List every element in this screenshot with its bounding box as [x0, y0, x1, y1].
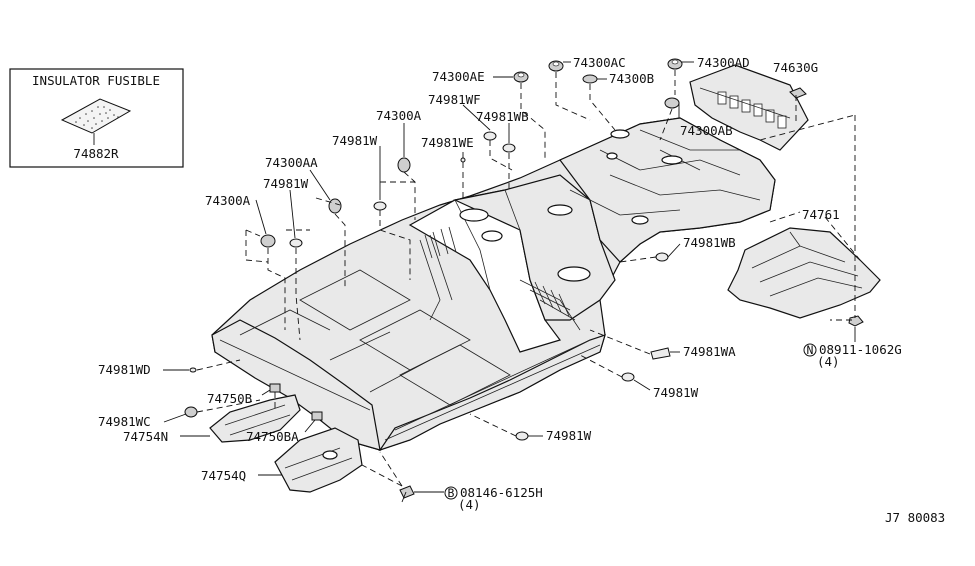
inset-part-number: 74882R	[73, 146, 119, 161]
seal-74981WD	[189, 367, 197, 373]
label-74630G: 74630G	[773, 60, 818, 75]
bolt-n-code: 08911-1062G	[819, 342, 902, 357]
label-74750BA: 74750BA	[246, 429, 299, 444]
label-74754N: 74754N	[123, 429, 168, 444]
insulator-fusible-inset: INSULATOR FUSIBLE 74882R	[9, 68, 184, 168]
nut-74750B	[269, 383, 281, 393]
label-74981W-mid: 74981W	[263, 176, 309, 191]
part-labels: 74300AE 74300AC 74300AD 74630G 74300B 74…	[98, 55, 840, 483]
bolt-b-qty: (4)	[458, 497, 481, 512]
plug-74300A-left	[260, 234, 276, 248]
bolt-n-callout: N 08911-1062G (4)	[803, 327, 902, 369]
label-74761: 74761	[802, 207, 840, 222]
bolt-b-code: 08146-6125H	[460, 485, 543, 500]
label-74981W-top: 74981W	[332, 133, 378, 148]
plug-74300A-top	[397, 157, 411, 173]
seal-74981W-top	[373, 201, 387, 211]
label-74981WC: 74981WC	[98, 414, 151, 429]
bolt-n-prefix: N	[807, 343, 814, 357]
label-74981WB-top: 74981WB	[476, 109, 529, 124]
seal-74981W-bottom	[515, 431, 529, 441]
bolt-08911-nut	[848, 315, 864, 327]
seal-74981WA	[650, 347, 671, 360]
leader-lines	[163, 61, 861, 493]
seal-74981WE	[460, 157, 466, 163]
bracket-74754N	[209, 394, 301, 443]
plug-74630G-clip	[789, 87, 807, 99]
inset-title: INSULATOR FUSIBLE	[32, 73, 160, 88]
bracket-74754Q	[274, 427, 363, 493]
seal-74981W-right	[621, 372, 635, 382]
label-74300AE: 74300AE	[432, 69, 485, 84]
label-74981WA: 74981WA	[683, 344, 736, 359]
diagram-reference: J7 80083	[885, 510, 945, 525]
seal-74981W-mid	[289, 238, 303, 248]
seal-74981WF	[483, 131, 497, 141]
plug-74300AC	[548, 60, 564, 72]
insulator-pad-icon	[60, 98, 132, 134]
main-floor-panel	[211, 117, 776, 452]
label-74300AC: 74300AC	[573, 55, 626, 70]
bolt-b-prefix: B	[448, 486, 455, 500]
label-74981WB-right: 74981WB	[683, 235, 736, 250]
nut-74750BA	[311, 411, 323, 421]
label-74300AD: 74300AD	[697, 55, 750, 70]
seal-74981WB-right	[655, 252, 669, 262]
label-74981WE: 74981WE	[421, 135, 474, 150]
label-74981W-bottom: 74981W	[546, 428, 592, 443]
label-74300AB: 74300AB	[680, 123, 733, 138]
plug-74300AE	[513, 71, 529, 83]
rear-cross-member-74630G	[689, 64, 809, 151]
plug-74300AB	[664, 97, 680, 109]
plug-74300AA	[328, 198, 342, 214]
label-74300A-left: 74300A	[205, 193, 251, 208]
floor-cover-74761	[727, 227, 881, 319]
bolt-n-qty: (4)	[817, 354, 840, 369]
label-74300AA: 74300AA	[265, 155, 318, 170]
bolt-b-callout: B 08146-6125H (4)	[444, 485, 543, 512]
label-74300A-top: 74300A	[376, 108, 422, 123]
seal-74981WB-top	[502, 143, 516, 153]
label-74981WD: 74981WD	[98, 362, 151, 377]
plug-74300AD	[667, 58, 683, 70]
label-74981W-right: 74981W	[653, 385, 699, 400]
plug-74300B	[582, 74, 598, 84]
label-74750B: 74750B	[207, 391, 252, 406]
label-74981WF: 74981WF	[428, 92, 481, 107]
seal-pads	[184, 131, 671, 441]
label-74754Q: 74754Q	[201, 468, 246, 483]
bolt-08146	[399, 485, 415, 503]
label-74300B: 74300B	[609, 71, 654, 86]
plug-74981WC	[184, 406, 198, 418]
